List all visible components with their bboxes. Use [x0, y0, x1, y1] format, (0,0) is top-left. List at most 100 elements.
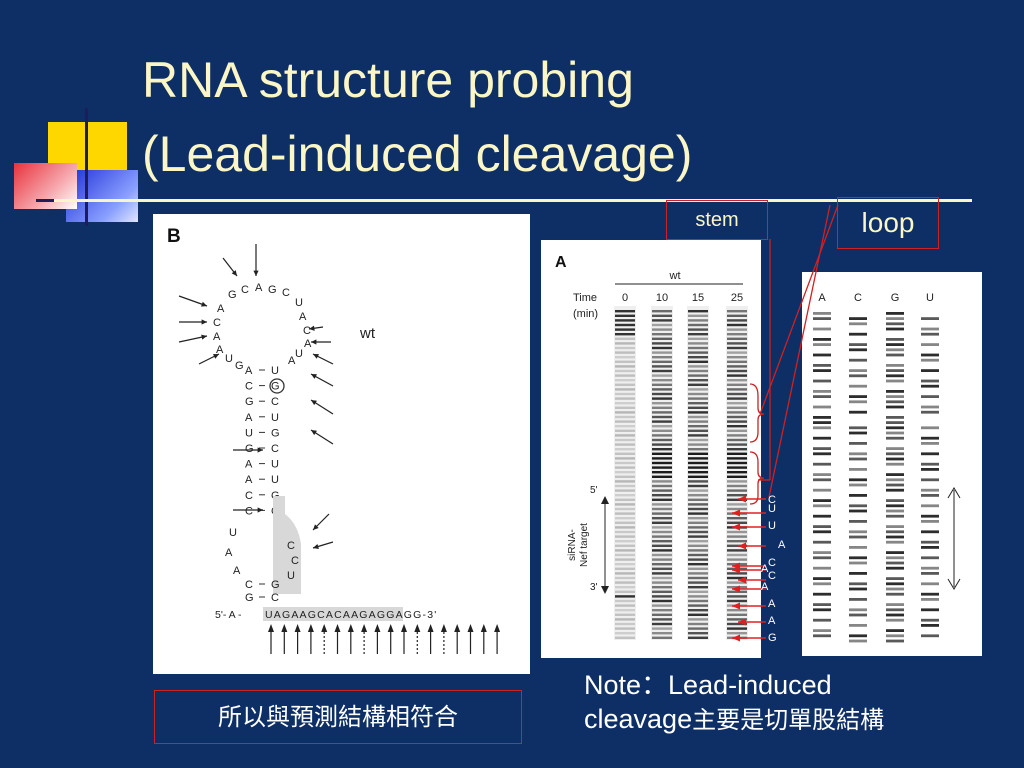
base-pair-right: G: [271, 579, 280, 591]
gel-band: [727, 333, 747, 336]
gel-band: [727, 471, 747, 474]
gel-band: [615, 475, 635, 478]
gel-band: [615, 379, 635, 382]
sequencing-band: [813, 608, 831, 612]
sequencing-band: [849, 358, 867, 362]
gel-band: [688, 397, 708, 400]
gel-lane: [614, 306, 636, 640]
stem-base-right: C: [271, 443, 279, 455]
gel-band: [652, 632, 672, 635]
sequencing-band: [849, 343, 867, 346]
sequencing-band: [886, 504, 904, 508]
gel-band: [652, 365, 672, 368]
sequencing-band: [813, 327, 831, 331]
sequencing-band: [813, 379, 831, 383]
sequencing-band: [886, 618, 904, 622]
gel-band: [652, 457, 672, 460]
loop-base: C: [303, 325, 311, 337]
gel-band: [688, 494, 708, 497]
stem-base-right: U: [271, 474, 279, 486]
gel-band: [652, 425, 672, 428]
sequencing-band: [886, 592, 904, 596]
time-point-label: 15: [692, 292, 704, 304]
sequencing-band: [921, 468, 939, 471]
gel-band: [652, 627, 672, 630]
gel-band: [652, 392, 672, 396]
gel-band: [615, 337, 635, 340]
gel-band: [652, 558, 672, 561]
loop-base: A: [288, 355, 296, 367]
sequencing-band: [849, 332, 867, 336]
gel-band: [615, 636, 635, 639]
gel-band: [688, 480, 708, 483]
stem-base-right: G: [271, 427, 280, 439]
sequencing-band: [886, 509, 904, 513]
shaded-region: [273, 496, 301, 594]
gel-band: [615, 558, 635, 561]
gel-band: [652, 346, 672, 350]
stem-base-left: A: [245, 365, 253, 377]
cleavage-arrowhead: [201, 334, 207, 340]
sequencing-band: [886, 535, 904, 539]
gel-band: [727, 494, 747, 497]
gel-band: [688, 402, 708, 405]
gel-band: [652, 544, 672, 547]
gel-band: [727, 466, 747, 469]
gel-band: [727, 553, 747, 557]
gel-band: [727, 392, 747, 396]
loop-base: C: [213, 317, 221, 329]
sequencing-band: [849, 613, 867, 617]
sequencing-band: [921, 395, 939, 398]
gel-band: [652, 374, 672, 377]
sequencing-band: [849, 582, 867, 586]
stem-base-left: A: [245, 412, 253, 424]
sequencing-band: [886, 561, 904, 565]
gel-band: [727, 622, 747, 626]
loop-base: A: [304, 338, 312, 350]
gel-band: [688, 563, 708, 566]
gel-band: [615, 310, 635, 313]
sequencing-band: [849, 369, 867, 372]
sequencing-band: [921, 572, 939, 575]
gel-band: [727, 351, 747, 354]
gel-band: [688, 379, 708, 382]
gel-band: [688, 540, 708, 543]
bottom-arrowhead: [387, 624, 394, 632]
gel-band: [688, 609, 708, 612]
loop-base: C: [282, 287, 290, 299]
gel-band: [727, 457, 747, 460]
gel-band: [615, 342, 635, 345]
sequencing-band: [921, 332, 939, 336]
gel-band: [615, 613, 635, 616]
gel-band: [615, 595, 635, 598]
gel-axis-label-line1: siRNA-: [567, 529, 578, 561]
sequencing-lane-label: G: [891, 292, 900, 304]
sequencing-band: [886, 312, 904, 315]
gel-band: [615, 420, 635, 423]
sequencing-band: [813, 618, 831, 622]
gel-band: [615, 586, 635, 589]
gel-band: [727, 576, 747, 580]
sequencing-band: [921, 478, 939, 482]
gel-band: [727, 632, 747, 635]
gel-band: [652, 540, 672, 543]
stem-base-left: A: [245, 474, 253, 486]
gel-band: [727, 411, 747, 414]
gel-band: [615, 609, 635, 612]
cleavage-arrowhead: [257, 507, 263, 513]
gel-band: [652, 328, 672, 331]
cleavage-arrowhead: [213, 354, 219, 359]
gel-band: [615, 365, 635, 368]
cleavage-base: C: [768, 570, 776, 582]
gel-band: [615, 576, 635, 580]
cleavage-arrowhead: [201, 319, 207, 325]
stem-base-left: U: [245, 427, 253, 439]
cleavage-base: A: [768, 598, 776, 610]
gel-band: [652, 498, 672, 501]
sequencing-band: [813, 462, 831, 466]
gel-band: [615, 540, 635, 543]
loop-base: A: [217, 303, 225, 315]
sequencing-band: [886, 338, 904, 341]
gel-band: [615, 328, 635, 331]
